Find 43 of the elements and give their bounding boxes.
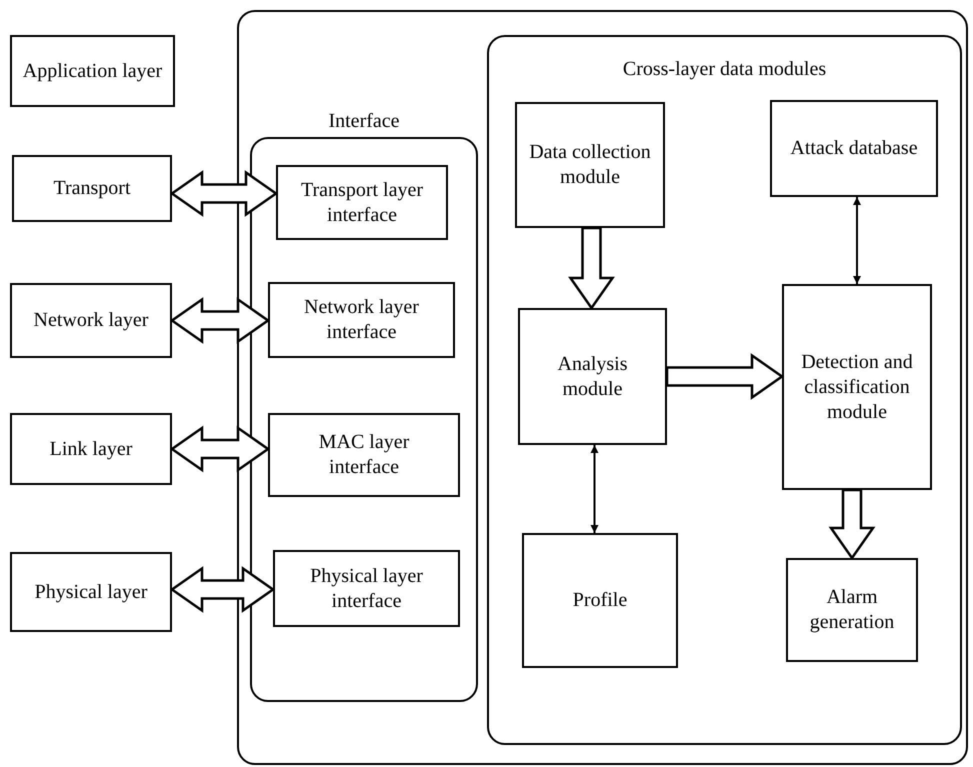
- box-label: Physical layer interface: [309, 564, 424, 614]
- box-label: Detection and classification module: [800, 350, 914, 424]
- group-panel: [237, 10, 968, 765]
- box-label: Application layer: [22, 58, 162, 84]
- group-heading: Cross-layer data modules: [622, 57, 828, 81]
- module-box: [515, 102, 665, 228]
- module-box: [273, 550, 460, 627]
- module-box: [10, 35, 175, 107]
- block-arrow: [568, 226, 615, 310]
- block-arrow: [828, 488, 876, 560]
- box-label: Attack database: [790, 136, 918, 161]
- module-box: [268, 413, 460, 497]
- module-box: [12, 155, 172, 222]
- box-label: Transport layer interface: [300, 178, 424, 228]
- box-label: Alarm generation: [808, 585, 896, 635]
- box-label: Network layer: [34, 308, 148, 333]
- block-arrow: [170, 297, 270, 344]
- double-arrow: [853, 197, 861, 284]
- box-label: Analysis module: [556, 352, 628, 402]
- box-label: Link layer: [50, 436, 132, 462]
- module-box: [518, 308, 667, 445]
- module-box: [10, 283, 172, 358]
- block-arrow: [666, 353, 784, 400]
- box-label: Network layer interface: [303, 295, 420, 345]
- block-arrow: [170, 170, 278, 217]
- module-box: [786, 558, 918, 662]
- module-box: [268, 282, 455, 358]
- module-box: [10, 552, 172, 632]
- box-label: Physical layer: [34, 580, 148, 604]
- module-box: [10, 413, 172, 485]
- module-box: [770, 100, 938, 197]
- block-arrow: [170, 426, 270, 472]
- module-box: [782, 284, 932, 490]
- block-arrow: [170, 566, 276, 613]
- box-label: Profile: [572, 588, 628, 613]
- double-arrow: [590, 445, 598, 533]
- module-box: [276, 165, 448, 240]
- box-label: Transport: [53, 176, 131, 201]
- box-label: Data collection module: [528, 140, 652, 190]
- group-heading: Interface: [327, 109, 401, 134]
- group-panel: [487, 35, 962, 745]
- box-label: MAC layer interface: [318, 430, 410, 480]
- module-box: [522, 533, 678, 668]
